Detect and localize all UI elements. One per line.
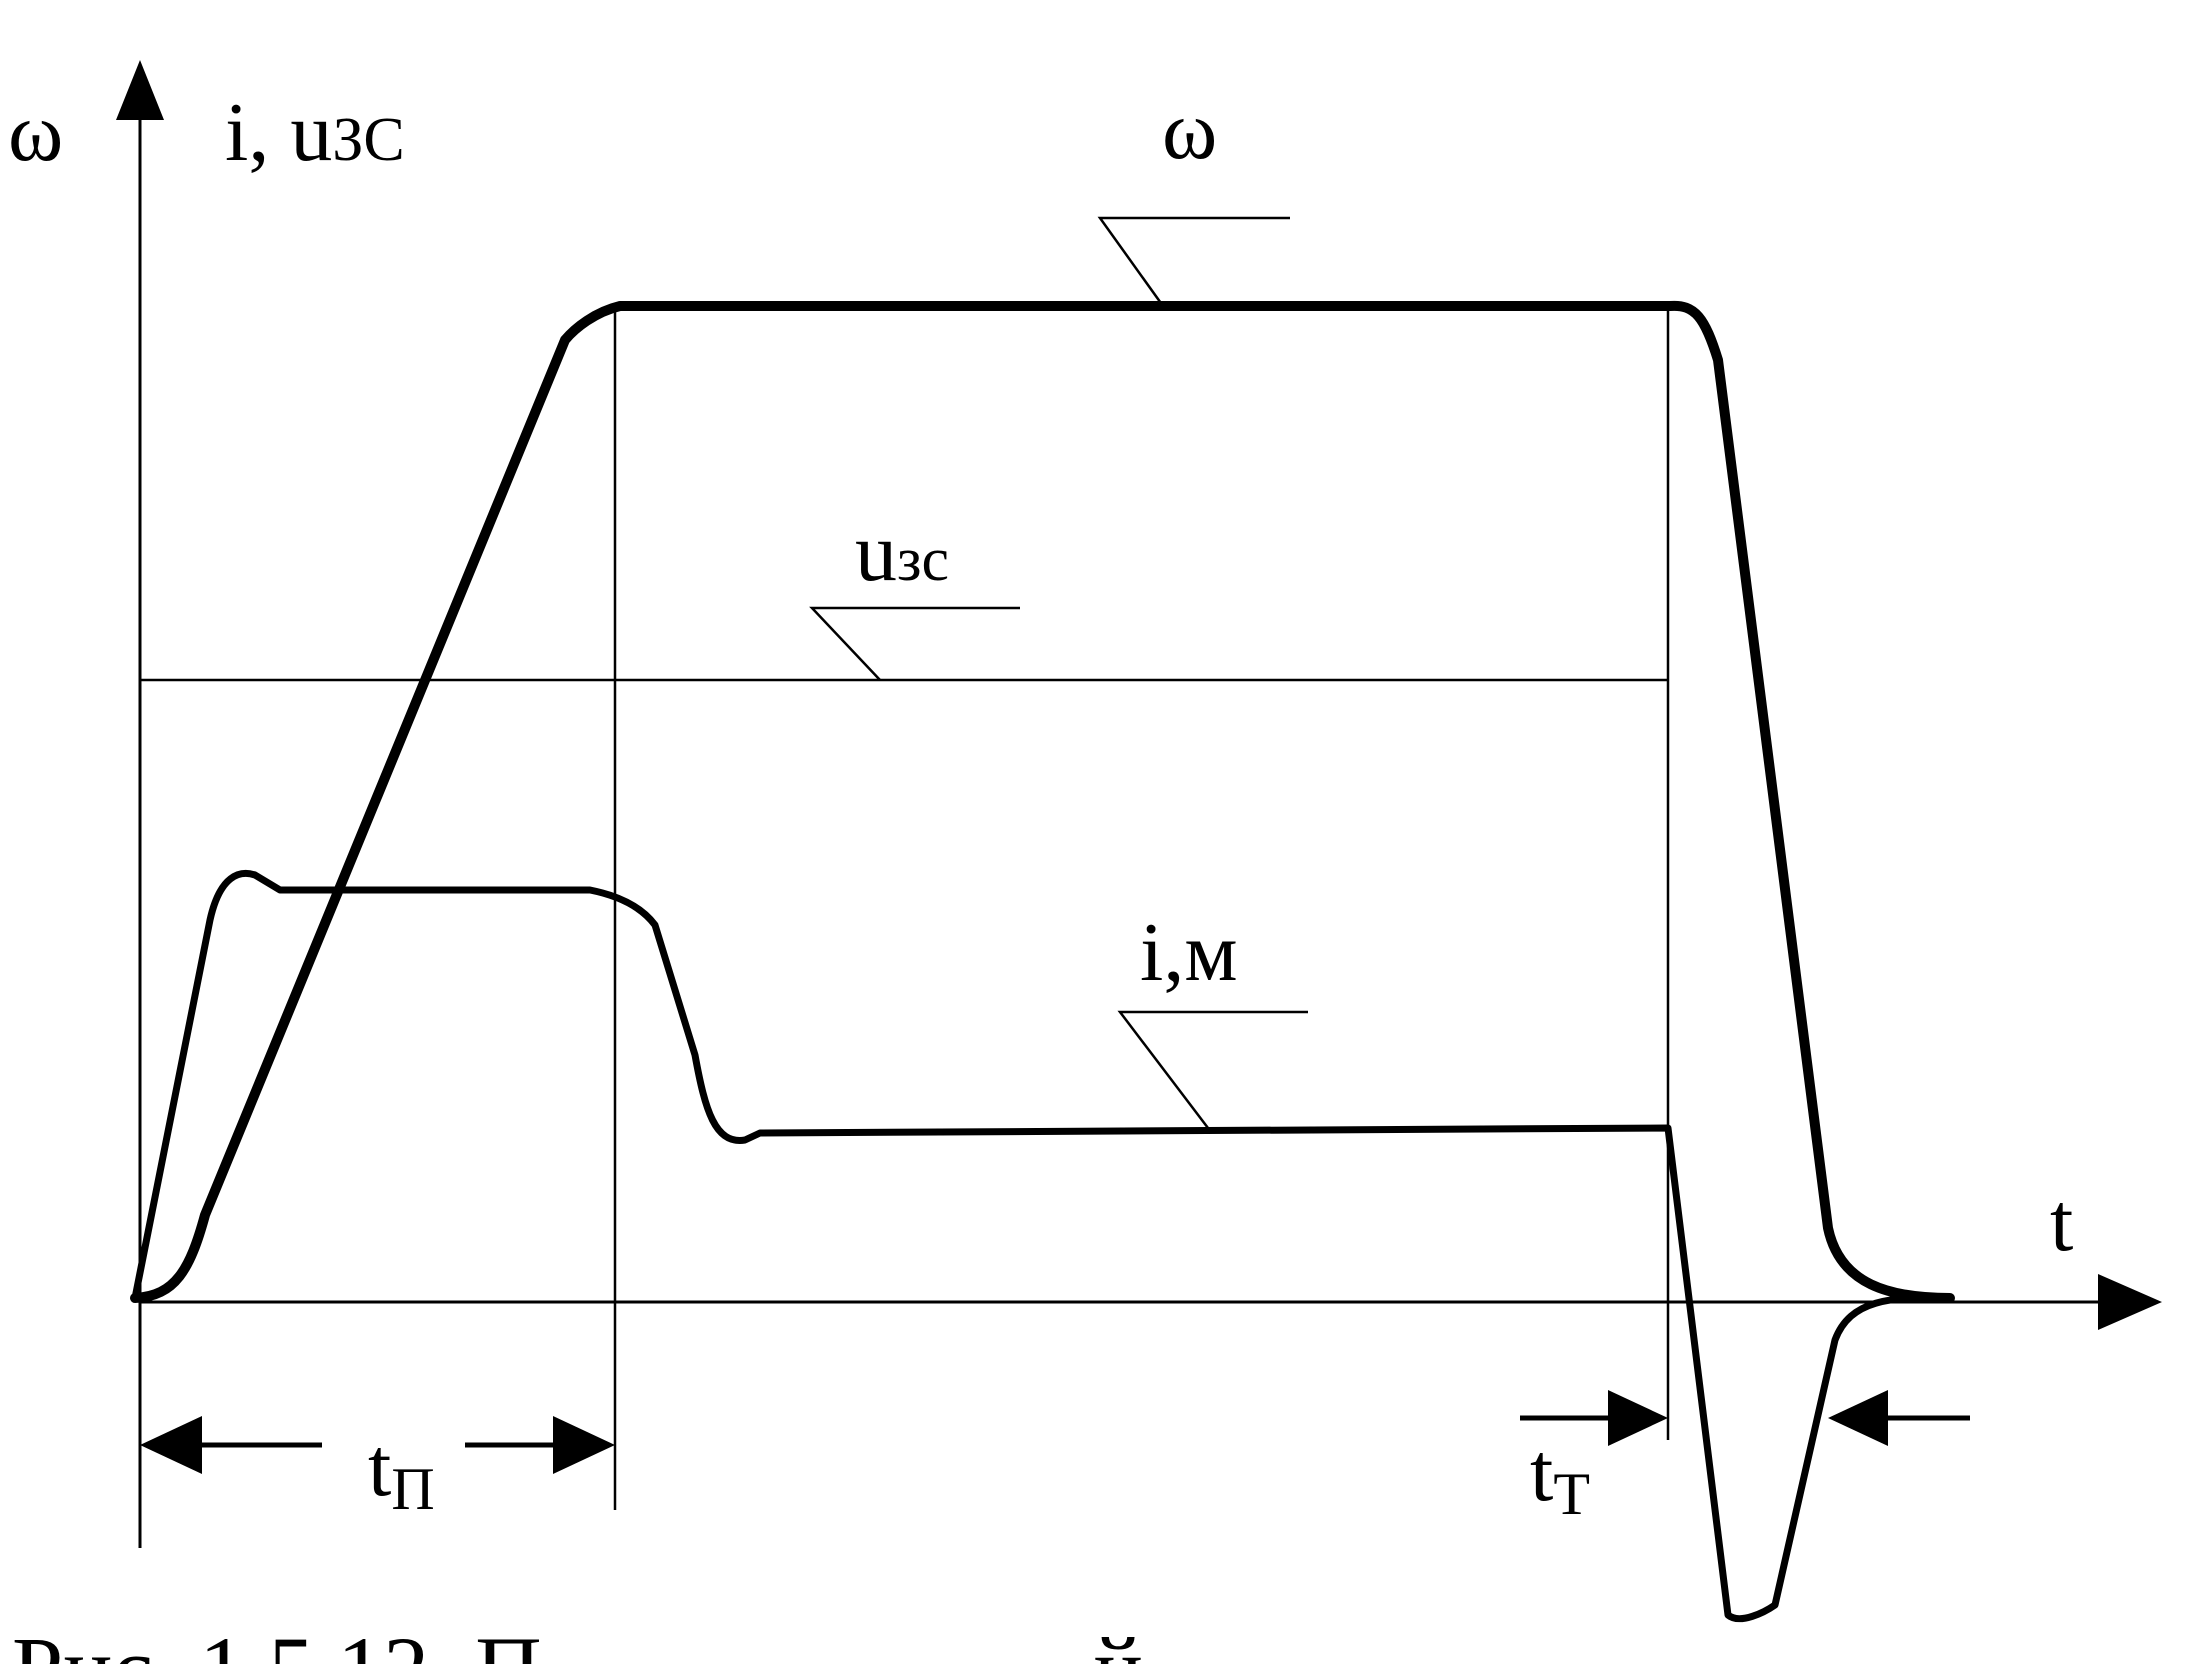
omega-leader (1097, 216, 1290, 307)
boundary-lines (613, 308, 1670, 1510)
x-axis-label-t: t (2050, 1176, 2073, 1269)
i-curve-label: i,м (1140, 906, 1238, 999)
u-curve-label: uзс (855, 506, 949, 599)
tp-label: tП (368, 1421, 435, 1522)
tt-label: tТ (1530, 1426, 1590, 1527)
tp-right-arrowhead (553, 1416, 615, 1474)
i-curve (131, 869, 1954, 1623)
y-axis-label-omega: ω (8, 86, 63, 179)
axes (116, 60, 2162, 1548)
x-axis-arrowhead (2098, 1274, 2162, 1330)
y-axis-arrowhead (116, 60, 164, 120)
figure-caption: Рис. 1.5.12. П й (12, 1618, 1143, 1664)
tt-interval: tТ (1520, 1390, 1970, 1527)
omega-curve (130, 300, 1955, 1303)
leader-lines (809, 216, 1308, 1129)
tp-left-arrowhead (140, 1416, 202, 1474)
i-leader (1117, 1010, 1308, 1129)
tt-left-arrowhead (1608, 1390, 1668, 1446)
tt-right-arrowhead (1828, 1390, 1888, 1446)
u-leader (809, 606, 1020, 681)
y-axis-label-i-u: i, uЗС (225, 86, 405, 179)
omega-curve-label: ω (1162, 84, 1217, 177)
tp-interval: tП (138, 1302, 615, 1545)
